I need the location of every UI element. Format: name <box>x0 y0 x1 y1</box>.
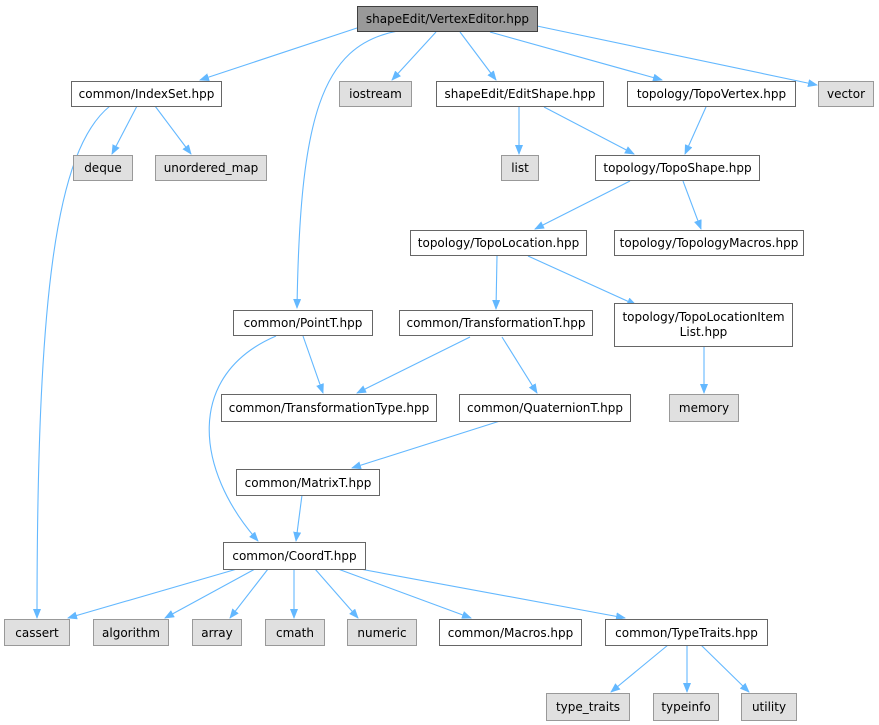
node-memory: memory <box>669 394 739 422</box>
node-matrix-t[interactable]: common/MatrixT.hpp <box>236 469 380 496</box>
node-array: array <box>192 619 242 646</box>
edge <box>67 568 238 620</box>
node-unordered-map: unordered_map <box>155 155 267 181</box>
edge <box>293 30 399 309</box>
edge <box>610 644 669 693</box>
node-transformation-type[interactable]: common/TransformationType.hpp <box>221 394 437 422</box>
node-cassert: cassert <box>4 619 70 646</box>
edge <box>164 568 256 619</box>
node-topo-location-item-list[interactable]: topology/TopoLocationItem List.hpp <box>614 303 793 347</box>
edge <box>543 106 635 155</box>
edge <box>682 180 702 230</box>
node-transformation-t[interactable]: common/TransformationT.hpp <box>399 310 593 336</box>
node-deque: deque <box>73 155 133 181</box>
edge <box>351 420 501 470</box>
node-topo-vertex[interactable]: topology/TopoVertex.hpp <box>627 81 796 107</box>
edge <box>684 106 707 155</box>
edge <box>536 25 818 88</box>
edge <box>302 335 324 394</box>
edge <box>356 336 471 394</box>
node-algorithm: algorithm <box>93 619 169 646</box>
edge <box>534 180 631 230</box>
node-macros[interactable]: common/Macros.hpp <box>439 619 582 646</box>
node-typeinfo: typeinfo <box>653 693 719 721</box>
node-numeric: numeric <box>347 619 417 646</box>
node-quaternion-t[interactable]: common/QuaternionT.hpp <box>459 394 631 422</box>
edge <box>700 644 750 693</box>
edge <box>489 31 663 82</box>
node-cmath: cmath <box>265 619 325 646</box>
node-topology-macros[interactable]: topology/TopologyMacros.hpp <box>614 230 804 256</box>
edge <box>391 31 437 81</box>
edge <box>359 568 626 621</box>
edge <box>527 255 637 306</box>
edge <box>459 31 497 81</box>
edge <box>314 568 359 619</box>
node-coord-t[interactable]: common/CoordT.hpp <box>223 542 366 570</box>
edge <box>229 568 269 619</box>
node-edit-shape[interactable]: shapeEdit/EditShape.hpp <box>436 81 604 107</box>
edge <box>208 335 277 542</box>
node-type-traits-std: type_traits <box>546 693 630 721</box>
edge <box>337 568 472 619</box>
node-type-traits[interactable]: common/TypeTraits.hpp <box>605 619 768 646</box>
node-vertex-editor: shapeEdit/VertexEditor.hpp <box>357 6 538 32</box>
node-index-set[interactable]: common/IndexSet.hpp <box>71 81 222 107</box>
edge <box>154 105 192 155</box>
node-topo-shape[interactable]: topology/TopoShape.hpp <box>595 155 760 181</box>
edge <box>492 255 501 310</box>
node-utility: utility <box>741 693 797 721</box>
edge <box>501 336 538 394</box>
node-iostream: iostream <box>339 81 412 107</box>
node-vector: vector <box>818 81 874 107</box>
edge <box>199 27 358 81</box>
edge <box>111 105 138 155</box>
edge <box>293 494 303 542</box>
node-list: list <box>501 155 539 181</box>
node-topo-location[interactable]: topology/TopoLocation.hpp <box>410 230 587 256</box>
edge <box>33 105 111 619</box>
node-point-t[interactable]: common/PointT.hpp <box>233 310 373 336</box>
